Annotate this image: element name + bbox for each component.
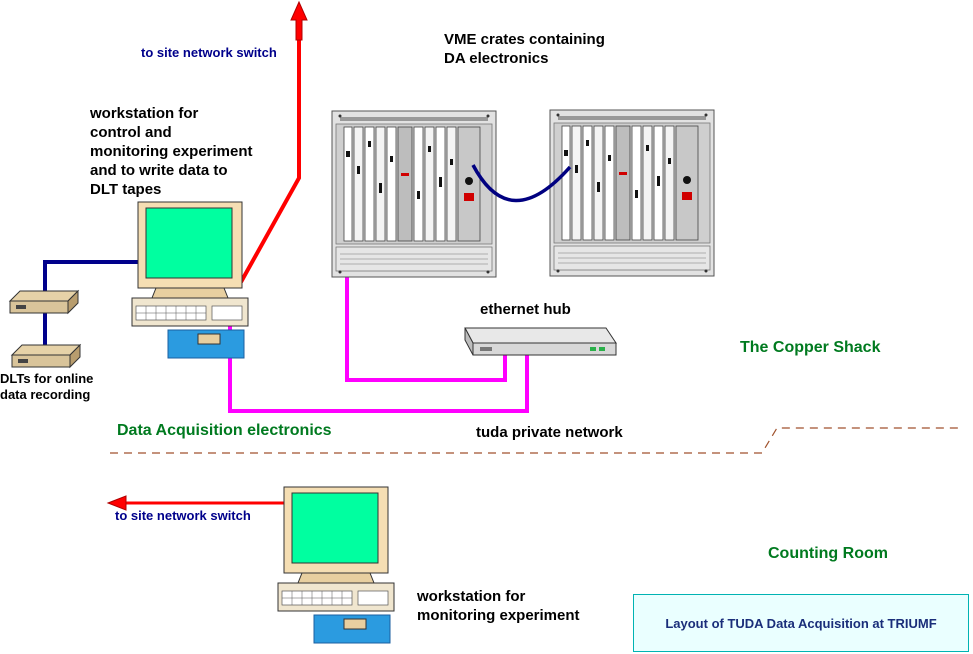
private-network-cable-workstation [228, 325, 529, 413]
daq-electronics-label: Data Acquisition electronics [117, 422, 332, 439]
site-switch-label-top: to site network switch [141, 45, 277, 60]
site-network-cable-top [239, 36, 301, 283]
vme-crate-icon [331, 110, 497, 278]
section-divider [110, 427, 958, 454]
ethernet-hub-icon [464, 327, 617, 356]
copper-shack-label: The Copper Shack [740, 339, 881, 356]
workstation-monitoring-label: workstation for monitoring experiment [417, 588, 580, 624]
private-network-cable-crate [345, 212, 507, 382]
ethernet-hub-label: ethernet hub [480, 301, 571, 318]
private-network-label: tuda private network [476, 424, 623, 441]
crate-interconnect-cable [471, 164, 572, 203]
dlt-drive-icon [9, 290, 79, 314]
workstation-icon [131, 201, 249, 359]
site-switch-label-bottom: to site network switch [115, 508, 251, 523]
arrow-icon [106, 495, 127, 511]
vme-crates-label: VME crates containing DA electronics [444, 31, 605, 67]
workstation-control-label: workstation for control and monitoring e… [90, 105, 253, 198]
vme-crate-icon [549, 109, 715, 277]
diagram-title: Layout of TUDA Data Acquisition at TRIUM… [665, 615, 937, 631]
dlt-label: DLTs for online data recording [0, 371, 94, 402]
dlt-drive-icon [11, 344, 81, 368]
counting-room-label: Counting Room [768, 545, 888, 562]
tape-link-cable [43, 260, 145, 356]
arrow-icon [290, 0, 308, 41]
workstation-icon [277, 486, 395, 644]
diagram-title-box: Layout of TUDA Data Acquisition at TRIUM… [633, 594, 969, 652]
